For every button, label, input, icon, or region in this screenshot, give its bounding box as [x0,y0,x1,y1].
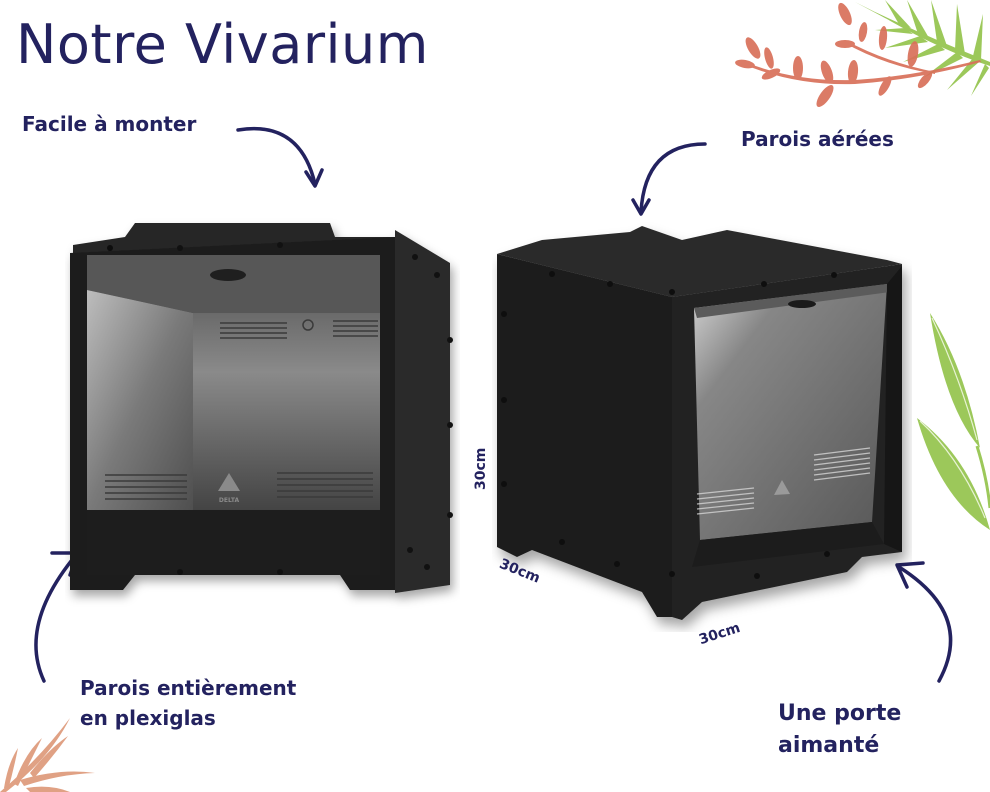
vivarium-angled-view [492,222,912,632]
feature-label-plexiglass-line1: Parois entièrement [80,676,297,700]
leaf-bottom-left-icon [0,718,110,792]
leaf-right-side-icon [915,308,990,533]
vivarium-front-view: DELTA [65,215,460,615]
page-title: Notre Vivarium [16,13,429,76]
brand-logo-text: DELTA [219,497,240,504]
dimension-height: 30cm [473,447,489,490]
arrow-ventilated-walls-icon [625,138,710,218]
feature-label-plexiglass-line2: en plexiglas [80,706,216,730]
leaf-branch-top-right-icon [735,0,990,110]
feature-label-ventilated-walls: Parois aérées [741,127,894,151]
feature-label-magnetic-door-line2: aimanté [778,733,880,758]
feature-label-magnetic-door-line1: Une porte [778,701,902,726]
feature-label-easy-assembly: Facile à monter [22,112,197,136]
arrow-magnetic-door-icon [885,555,965,685]
arrow-easy-assembly-icon [230,118,330,193]
